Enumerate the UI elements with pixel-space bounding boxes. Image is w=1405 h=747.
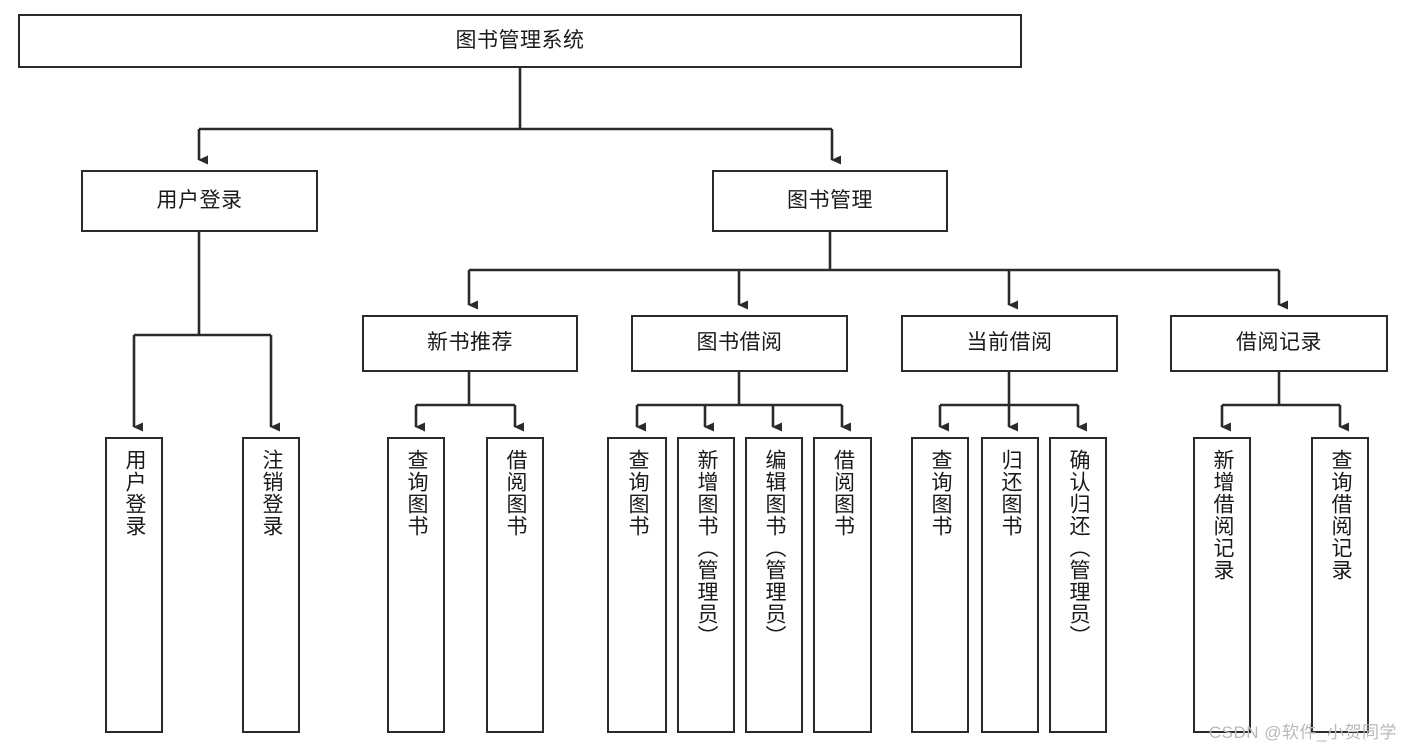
leaf-current-return-book[interactable]: 归还图书 [981,437,1039,733]
node-label: 查询图书 [626,449,650,537]
node-label: 归还图书 [999,449,1023,537]
node-book-borrow[interactable]: 图书借阅 [631,315,848,372]
node-new-book-recommend[interactable]: 新书推荐 [362,315,578,372]
node-label: 用户登录 [156,188,243,212]
leaf-current-query[interactable]: 查询图书 [911,437,969,733]
leaf-current-confirm-return-admin[interactable]: 确认归还（管理员） [1049,437,1107,733]
node-label: 借阅图书 [831,449,855,537]
node-label: 查询图书 [929,449,953,537]
leaf-borrow-borrow-book[interactable]: 借阅图书 [813,437,872,733]
node-label: 借阅记录 [1236,331,1322,355]
leaf-borrow-edit-book-admin[interactable]: 编辑图书（管理员） [745,437,803,733]
node-label: 注销登录 [260,449,284,537]
node-label: 新书推荐 [427,331,513,355]
leaf-records-add[interactable]: 新增借阅记录 [1193,437,1251,733]
node-current-borrow[interactable]: 当前借阅 [901,315,1118,372]
node-borrow-records[interactable]: 借阅记录 [1170,315,1388,372]
leaf-borrow-query[interactable]: 查询图书 [607,437,667,733]
leaf-new-books-borrow[interactable]: 借阅图书 [486,437,544,733]
node-label: 当前借阅 [966,331,1053,355]
node-label: 借阅图书 [504,449,528,537]
node-root-system[interactable]: 图书管理系统 [18,14,1022,68]
leaf-user-login-signout[interactable]: 注销登录 [242,437,300,733]
node-label: 新增图书（管理员） [695,449,719,647]
leaf-records-query[interactable]: 查询借阅记录 [1311,437,1369,733]
node-label: 确认归还（管理员） [1067,449,1091,647]
node-label: 图书借阅 [696,331,783,355]
node-user-login[interactable]: 用户登录 [81,170,318,232]
node-book-management[interactable]: 图书管理 [712,170,948,232]
node-label: 编辑图书（管理员） [763,449,787,647]
leaf-new-books-query[interactable]: 查询图书 [387,437,445,733]
node-label: 图书管理 [787,188,873,212]
node-label: 查询借阅记录 [1329,449,1353,581]
node-label: 用户登录 [123,449,147,537]
leaf-user-login-signin[interactable]: 用户登录 [105,437,163,733]
leaf-borrow-add-book-admin[interactable]: 新增图书（管理员） [677,437,735,733]
node-label: 查询图书 [405,449,429,537]
node-label: 新增借阅记录 [1211,449,1235,581]
node-label: 图书管理系统 [455,28,585,52]
